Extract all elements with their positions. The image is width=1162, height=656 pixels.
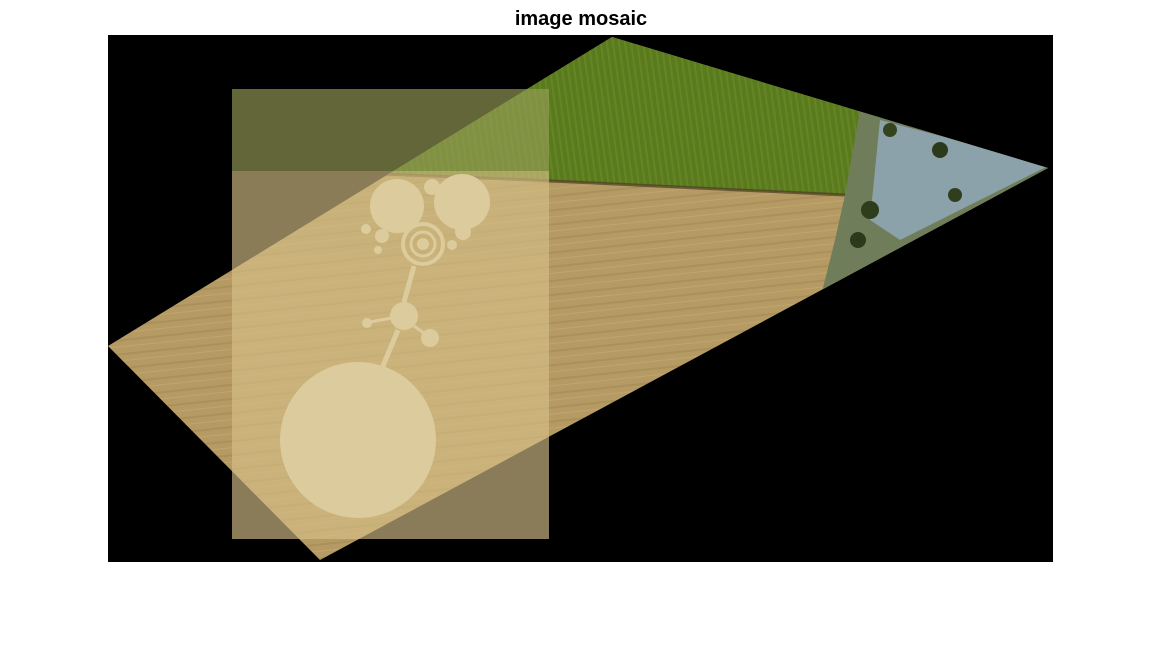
reference-image	[232, 89, 549, 539]
figure-title: image mosaic	[514, 8, 648, 30]
